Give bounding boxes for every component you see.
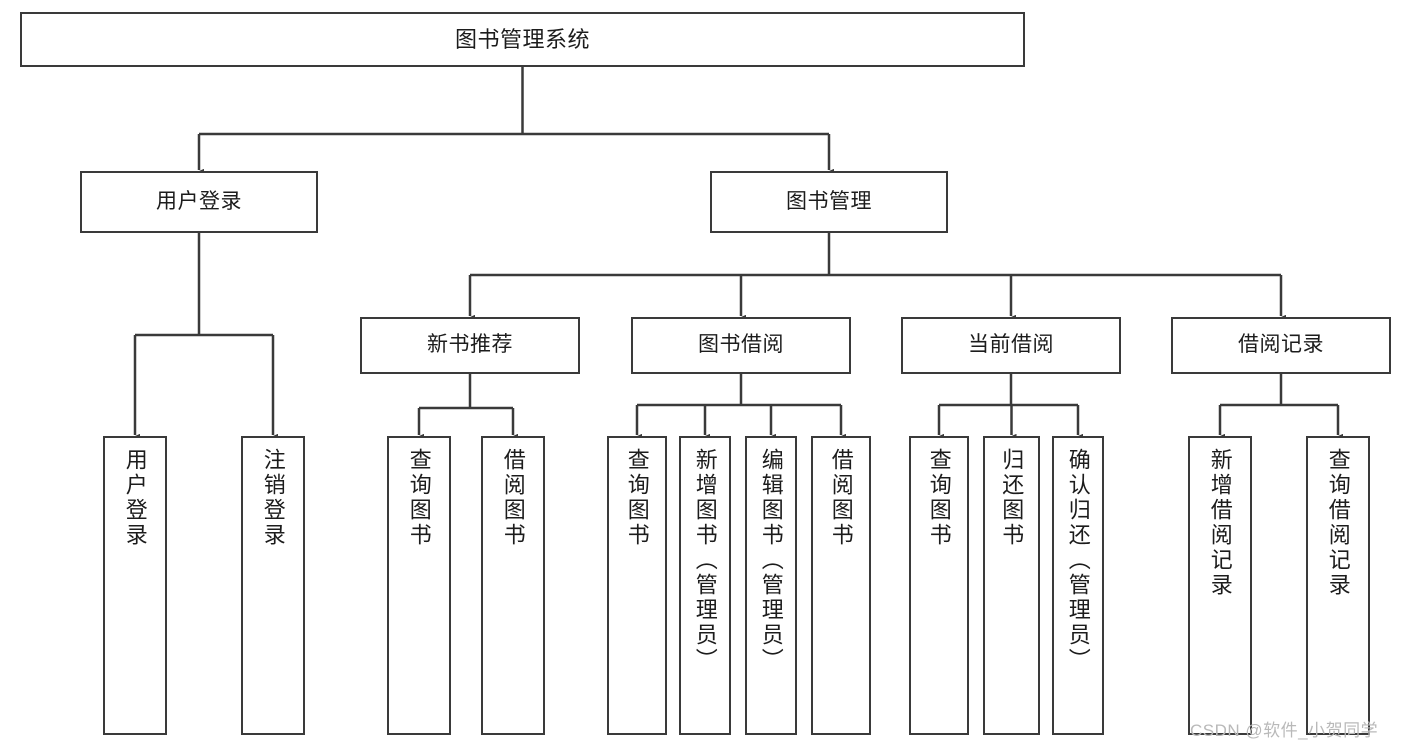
node-label: 借阅图书: [828, 448, 854, 548]
node-login[interactable]: 用户登录: [80, 171, 318, 233]
node-l-addbook[interactable]: 新增图书（管理员）: [679, 436, 731, 735]
node-label: 用户登录: [122, 448, 148, 548]
node-l-borrow2[interactable]: 借阅图书: [811, 436, 871, 735]
node-label: 图书管理: [786, 189, 872, 213]
node-label: 借阅记录: [1238, 333, 1324, 357]
node-newbook[interactable]: 新书推荐: [360, 317, 580, 374]
edge-group: [130, 67, 1343, 443]
node-bookmgmt[interactable]: 图书管理: [710, 171, 948, 233]
node-l-query2[interactable]: 查询图书: [607, 436, 667, 735]
node-label: 注销登录: [260, 448, 286, 548]
node-label: 确认归还（管理员）: [1065, 448, 1091, 673]
node-label: 查询图书: [406, 448, 432, 548]
node-l-editbook[interactable]: 编辑图书（管理员）: [745, 436, 797, 735]
node-l-logout[interactable]: 注销登录: [241, 436, 305, 735]
node-label: 新增借阅记录: [1207, 448, 1233, 598]
node-borrowlog[interactable]: 借阅记录: [1171, 317, 1391, 374]
node-label: 查询图书: [624, 448, 650, 548]
node-l-querylog[interactable]: 查询借阅记录: [1306, 436, 1370, 735]
node-label: 新增图书（管理员）: [692, 448, 718, 673]
node-l-return[interactable]: 归还图书: [983, 436, 1040, 735]
node-label: 查询借阅记录: [1325, 448, 1351, 598]
node-label: 用户登录: [156, 189, 242, 213]
node-currborrow[interactable]: 当前借阅: [901, 317, 1121, 374]
node-l-query3[interactable]: 查询图书: [909, 436, 969, 735]
node-l-borrow1[interactable]: 借阅图书: [481, 436, 545, 735]
node-label: 编辑图书（管理员）: [758, 448, 784, 673]
node-l-confirm[interactable]: 确认归还（管理员）: [1052, 436, 1104, 735]
node-l-query1[interactable]: 查询图书: [387, 436, 451, 735]
node-borrowbook[interactable]: 图书借阅: [631, 317, 851, 374]
node-label: 当前借阅: [968, 333, 1054, 357]
node-l-userlogin[interactable]: 用户登录: [103, 436, 167, 735]
node-label: 图书借阅: [698, 333, 784, 357]
watermark: CSDN @软件_小贺同学: [1190, 721, 1379, 740]
node-root[interactable]: 图书管理系统: [20, 12, 1025, 67]
node-label: 新书推荐: [427, 333, 513, 357]
node-label: 查询图书: [926, 448, 952, 548]
node-label: 归还图书: [999, 448, 1025, 548]
node-label: 借阅图书: [500, 448, 526, 548]
node-l-addlog[interactable]: 新增借阅记录: [1188, 436, 1252, 735]
node-label: 图书管理系统: [454, 26, 590, 52]
